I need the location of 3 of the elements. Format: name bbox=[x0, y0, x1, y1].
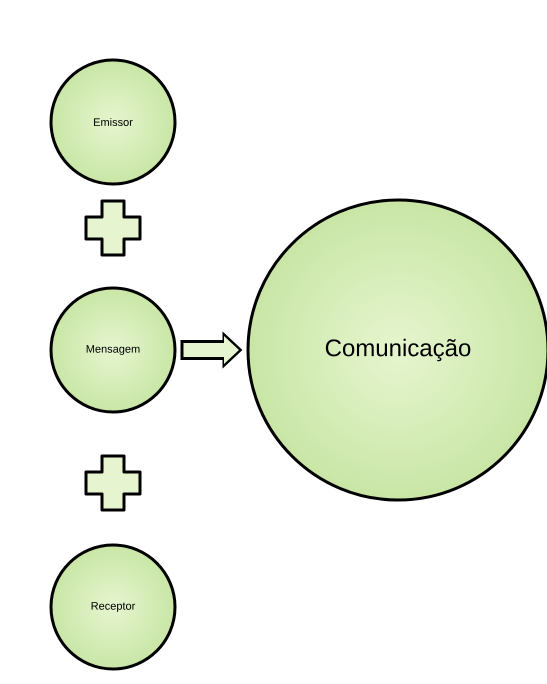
circle-node: Emissor bbox=[50, 58, 176, 186]
circle-node: Receptor bbox=[50, 544, 176, 670]
circle-node: Mensagem bbox=[50, 286, 176, 414]
